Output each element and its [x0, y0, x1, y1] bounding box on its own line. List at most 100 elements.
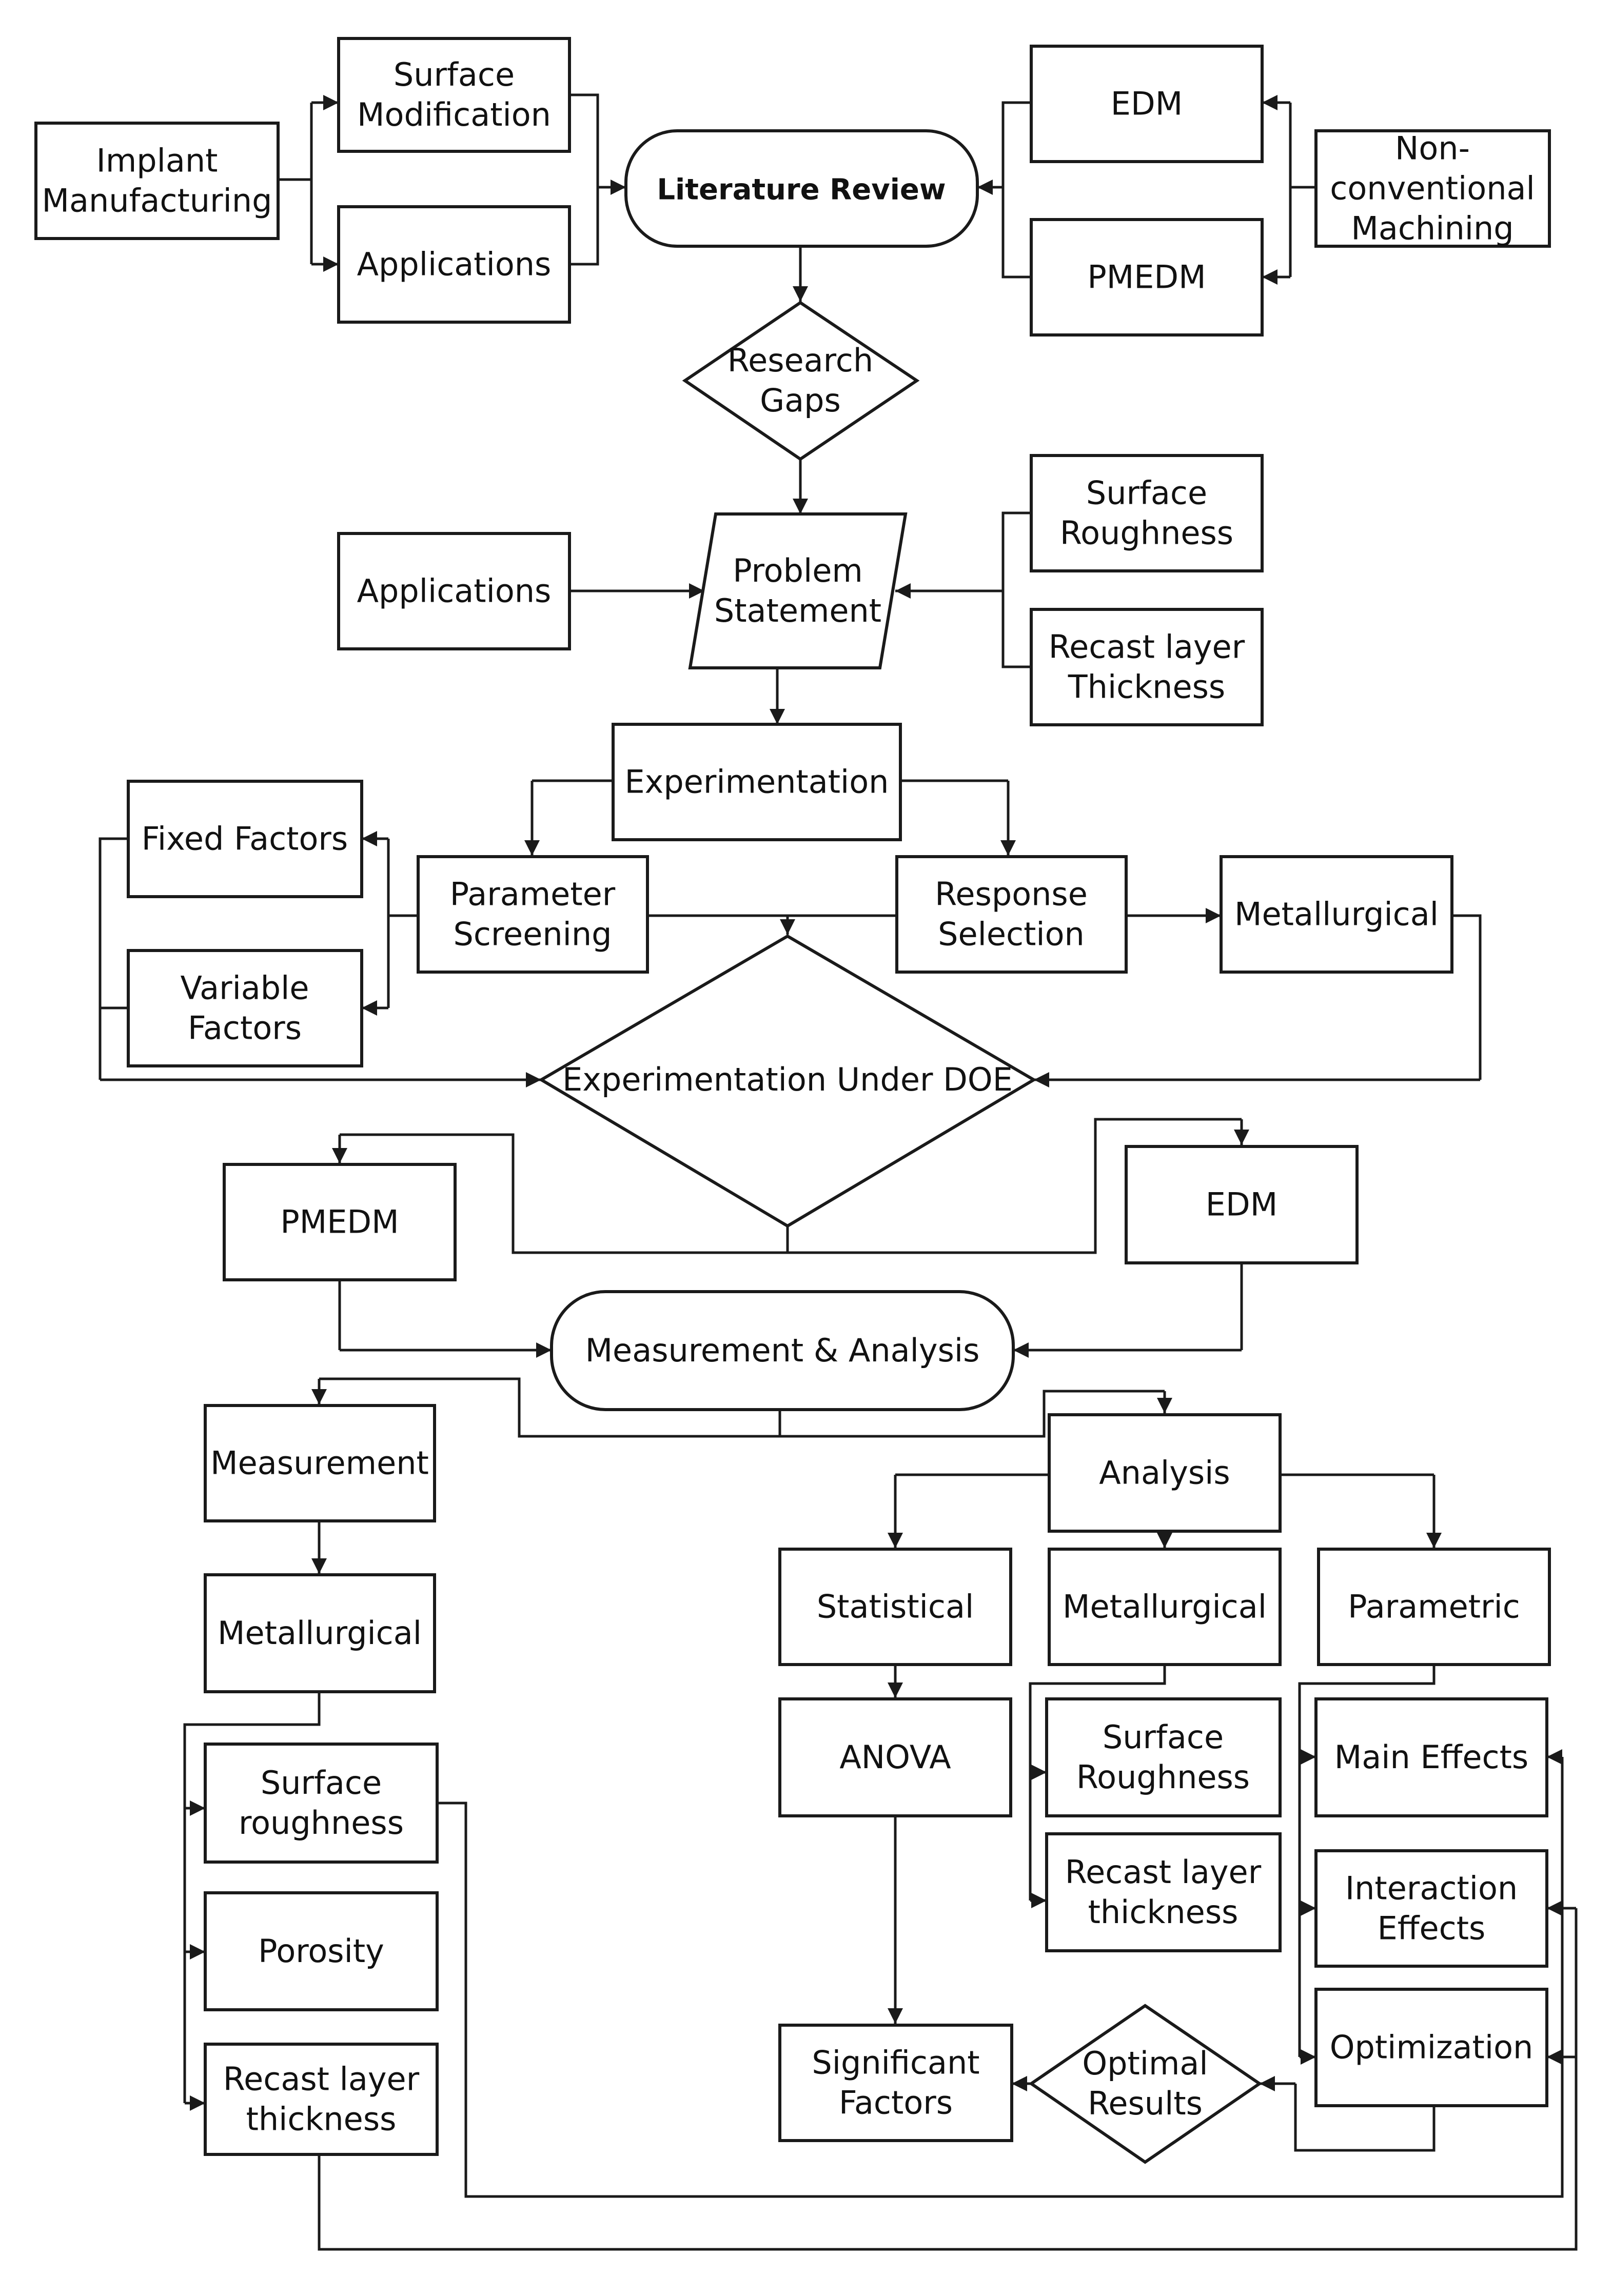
label-line: Manufacturing [42, 182, 272, 220]
node-experimentation-text: Experimentation [625, 763, 889, 801]
node-porosity: Porosity [204, 1891, 439, 2011]
label-line: Interaction [1345, 1870, 1518, 1907]
connector-screening-to-factors [387, 839, 418, 1008]
connector-metallurgical-rail [1452, 914, 1482, 1080]
label-line: PMEDM [280, 1203, 399, 1241]
node-pmedm-mid-text: PMEDM [280, 1203, 399, 1241]
label-line: Problem [733, 552, 862, 589]
node-metallurgical-right-text: Metallurgical [1063, 1588, 1267, 1626]
node-pmedm-top-text: PMEDM [1087, 259, 1206, 296]
connector-right-inputs-merge [1001, 511, 1031, 668]
node-metallurgical-top-text: Metallurgical [1234, 896, 1439, 933]
label-line: EDM [1206, 1186, 1277, 1223]
node-optimization-text: Optimization [1330, 2029, 1534, 2066]
label-line: Optimization [1330, 2029, 1534, 2066]
label-line: Response [935, 876, 1088, 913]
label-line: Results [1088, 2085, 1203, 2122]
label-line: Roughness [1076, 1758, 1250, 1796]
connector-surface-roughness-feedback [437, 1757, 1564, 2198]
connector-metallurgical-right-rail [1029, 1665, 1166, 1901]
node-parametric: Parametric [1317, 1548, 1551, 1666]
label-line: Optimal [1082, 2045, 1208, 2082]
connectors [99, 93, 1578, 2251]
label-line: thickness [246, 2101, 397, 2138]
node-statistical: Statistical [778, 1548, 1012, 1666]
node-applications-mid-text: Applications [357, 572, 552, 610]
node-edm-mid: EDM [1125, 1145, 1359, 1264]
label-line: roughness [239, 1804, 404, 1842]
label-line: Surface [261, 1764, 382, 1802]
connector-top-left-merge [569, 93, 599, 266]
node-pmedm-top: PMEDM [1030, 218, 1264, 337]
label-line: Implant [96, 142, 218, 180]
node-main-effects: Main Effects [1314, 1697, 1548, 1817]
node-optimization: Optimization [1314, 1988, 1548, 2107]
node-literature-review: Literature Review [624, 129, 979, 248]
label-line: Metallurgical [1234, 896, 1439, 933]
label-line: Fixed Factors [142, 820, 348, 858]
label-line: ANOVA [839, 1738, 951, 1776]
label-line: Selection [938, 916, 1085, 953]
label-line: Experimentation [625, 763, 889, 801]
label-line: Recast layer [223, 2061, 420, 2098]
node-measurement-analysis-text: Measurement & Analysis [585, 1332, 980, 1369]
label-line: Roughness [1060, 514, 1233, 552]
label-line: Analysis [1099, 1454, 1230, 1492]
label-line: Statistical [817, 1588, 974, 1626]
label-line: Main Effects [1334, 1738, 1528, 1776]
label-line: Screening [453, 916, 612, 953]
label-line: Variable [180, 969, 309, 1007]
connector-ma-to-measurement [319, 1377, 781, 1438]
node-fixed-factors-text: Fixed Factors [142, 820, 348, 858]
node-analysis: Analysis [1048, 1413, 1282, 1533]
connector-doe-to-edm [788, 1118, 1242, 1254]
node-parametric-text: Parametric [1348, 1588, 1520, 1626]
node-literature-review-text: Literature Review [657, 173, 946, 207]
node-experimentation: Experimentation [612, 723, 902, 841]
node-anova: ANOVA [778, 1697, 1012, 1817]
label-line: Recast layer [1049, 628, 1245, 666]
label-line: Applications [357, 246, 552, 283]
label-line: EDM [1111, 85, 1183, 123]
label-line: Surface [394, 56, 515, 93]
connector-factors-left-rail [99, 837, 128, 1080]
connector-top-right-merge [1001, 101, 1031, 279]
label-line: Parameter [450, 876, 616, 913]
label-line: Recast layer [1065, 1853, 1262, 1891]
node-edm-top-text: EDM [1111, 85, 1183, 123]
node-metallurgical-left-text: Metallurgical [218, 1614, 422, 1652]
node-applications-top: Applications [337, 205, 571, 324]
label-line: Significant [812, 2044, 979, 2082]
connector-parametric-rail [1298, 1665, 1436, 2057]
label-line: Experimentation Under DOE [562, 1061, 1013, 1098]
node-analysis-text: Analysis [1099, 1454, 1230, 1492]
label-line: Measurement & Analysis [585, 1332, 980, 1369]
